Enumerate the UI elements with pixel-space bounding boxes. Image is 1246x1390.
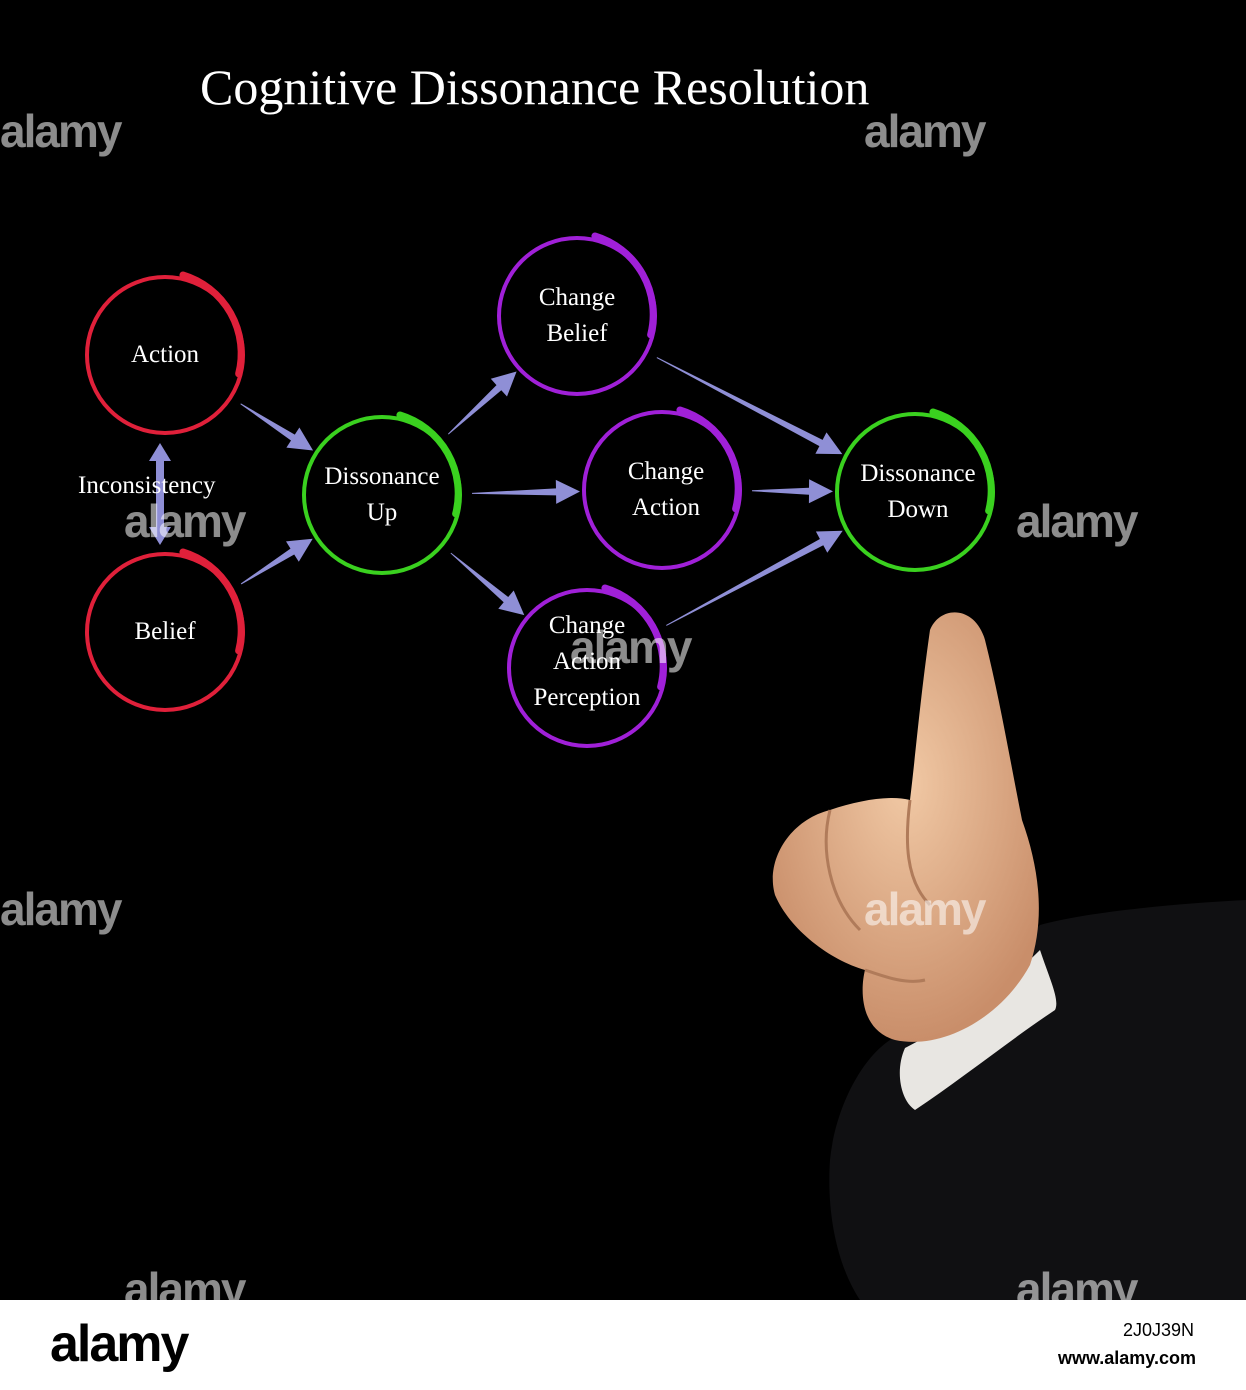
watermark: alamy bbox=[864, 883, 986, 935]
arrow-dissonance-up-to-change-action bbox=[472, 479, 580, 504]
node-circle-accent bbox=[396, 411, 462, 518]
footer-bar: alamy 2J0J39N www.alamy.com bbox=[0, 1300, 1246, 1390]
footer-url: www.alamy.com bbox=[1057, 1348, 1196, 1368]
arrow-dissonance-up-to-change-belief bbox=[448, 371, 517, 435]
node-change-action bbox=[582, 406, 742, 570]
node-label-line: Action bbox=[552, 648, 622, 675]
node-label-line: Up bbox=[366, 499, 398, 526]
arrow-belief-to-dissonance-up bbox=[240, 538, 313, 585]
pointing-hand-illustration bbox=[772, 612, 1246, 1300]
footer-brand-logo: alamy bbox=[50, 1315, 189, 1373]
node-action bbox=[85, 271, 245, 435]
node-circle-accent bbox=[601, 584, 667, 691]
node-label-line: Belief bbox=[546, 320, 608, 347]
node-label-line: Perception bbox=[533, 684, 641, 711]
arrow-action-belief-double bbox=[149, 443, 171, 545]
node-label-line: Down bbox=[887, 496, 949, 523]
arrow-change-belief-to-dissonance-down bbox=[656, 357, 843, 455]
node-label-line: Dissonance bbox=[860, 460, 976, 487]
node-circle-accent bbox=[179, 271, 245, 378]
node-label-line: Belief bbox=[134, 618, 196, 645]
node-dissonance-up bbox=[302, 411, 462, 575]
arrow-action-to-dissonance-up bbox=[240, 403, 314, 451]
node-change-action-perception bbox=[507, 584, 667, 748]
footer-image-id: 2J0J39N bbox=[1122, 1320, 1194, 1340]
node-circle-accent bbox=[179, 548, 245, 655]
arrow-dissonance-up-to-change-action-perception bbox=[450, 552, 525, 616]
watermark: alamy bbox=[124, 495, 246, 547]
node-label-line: Action bbox=[631, 494, 701, 521]
watermark: alamy bbox=[864, 105, 986, 157]
inconsistency-label: Inconsistency bbox=[78, 472, 216, 499]
node-label-line: Dissonance bbox=[324, 463, 440, 490]
node-circle-accent bbox=[929, 408, 995, 515]
diagram-title: Cognitive Dissonance Resolution bbox=[200, 59, 870, 115]
diagram-svg bbox=[85, 232, 1246, 1300]
watermark: alamy bbox=[1016, 495, 1138, 547]
watermark: alamy bbox=[570, 621, 692, 673]
node-label-action: Action bbox=[75, 337, 255, 373]
node-label-line: Change bbox=[627, 458, 705, 485]
node-label-line: Change bbox=[548, 612, 626, 639]
node-dissonance-down bbox=[835, 408, 995, 572]
arrow-change-action-perception-to-dissonance-down bbox=[666, 530, 843, 626]
node-label-line: Change bbox=[538, 284, 616, 311]
node-circle-accent bbox=[676, 406, 742, 513]
node-circle-accent bbox=[591, 232, 657, 339]
node-belief bbox=[85, 548, 245, 712]
watermark: alamy bbox=[0, 105, 122, 157]
watermark: alamy bbox=[0, 883, 122, 935]
node-label-line: Action bbox=[130, 341, 200, 368]
node-change-belief bbox=[497, 232, 657, 396]
node-label-belief: Belief bbox=[75, 614, 255, 650]
arrow-change-action-to-dissonance-down bbox=[752, 479, 833, 504]
